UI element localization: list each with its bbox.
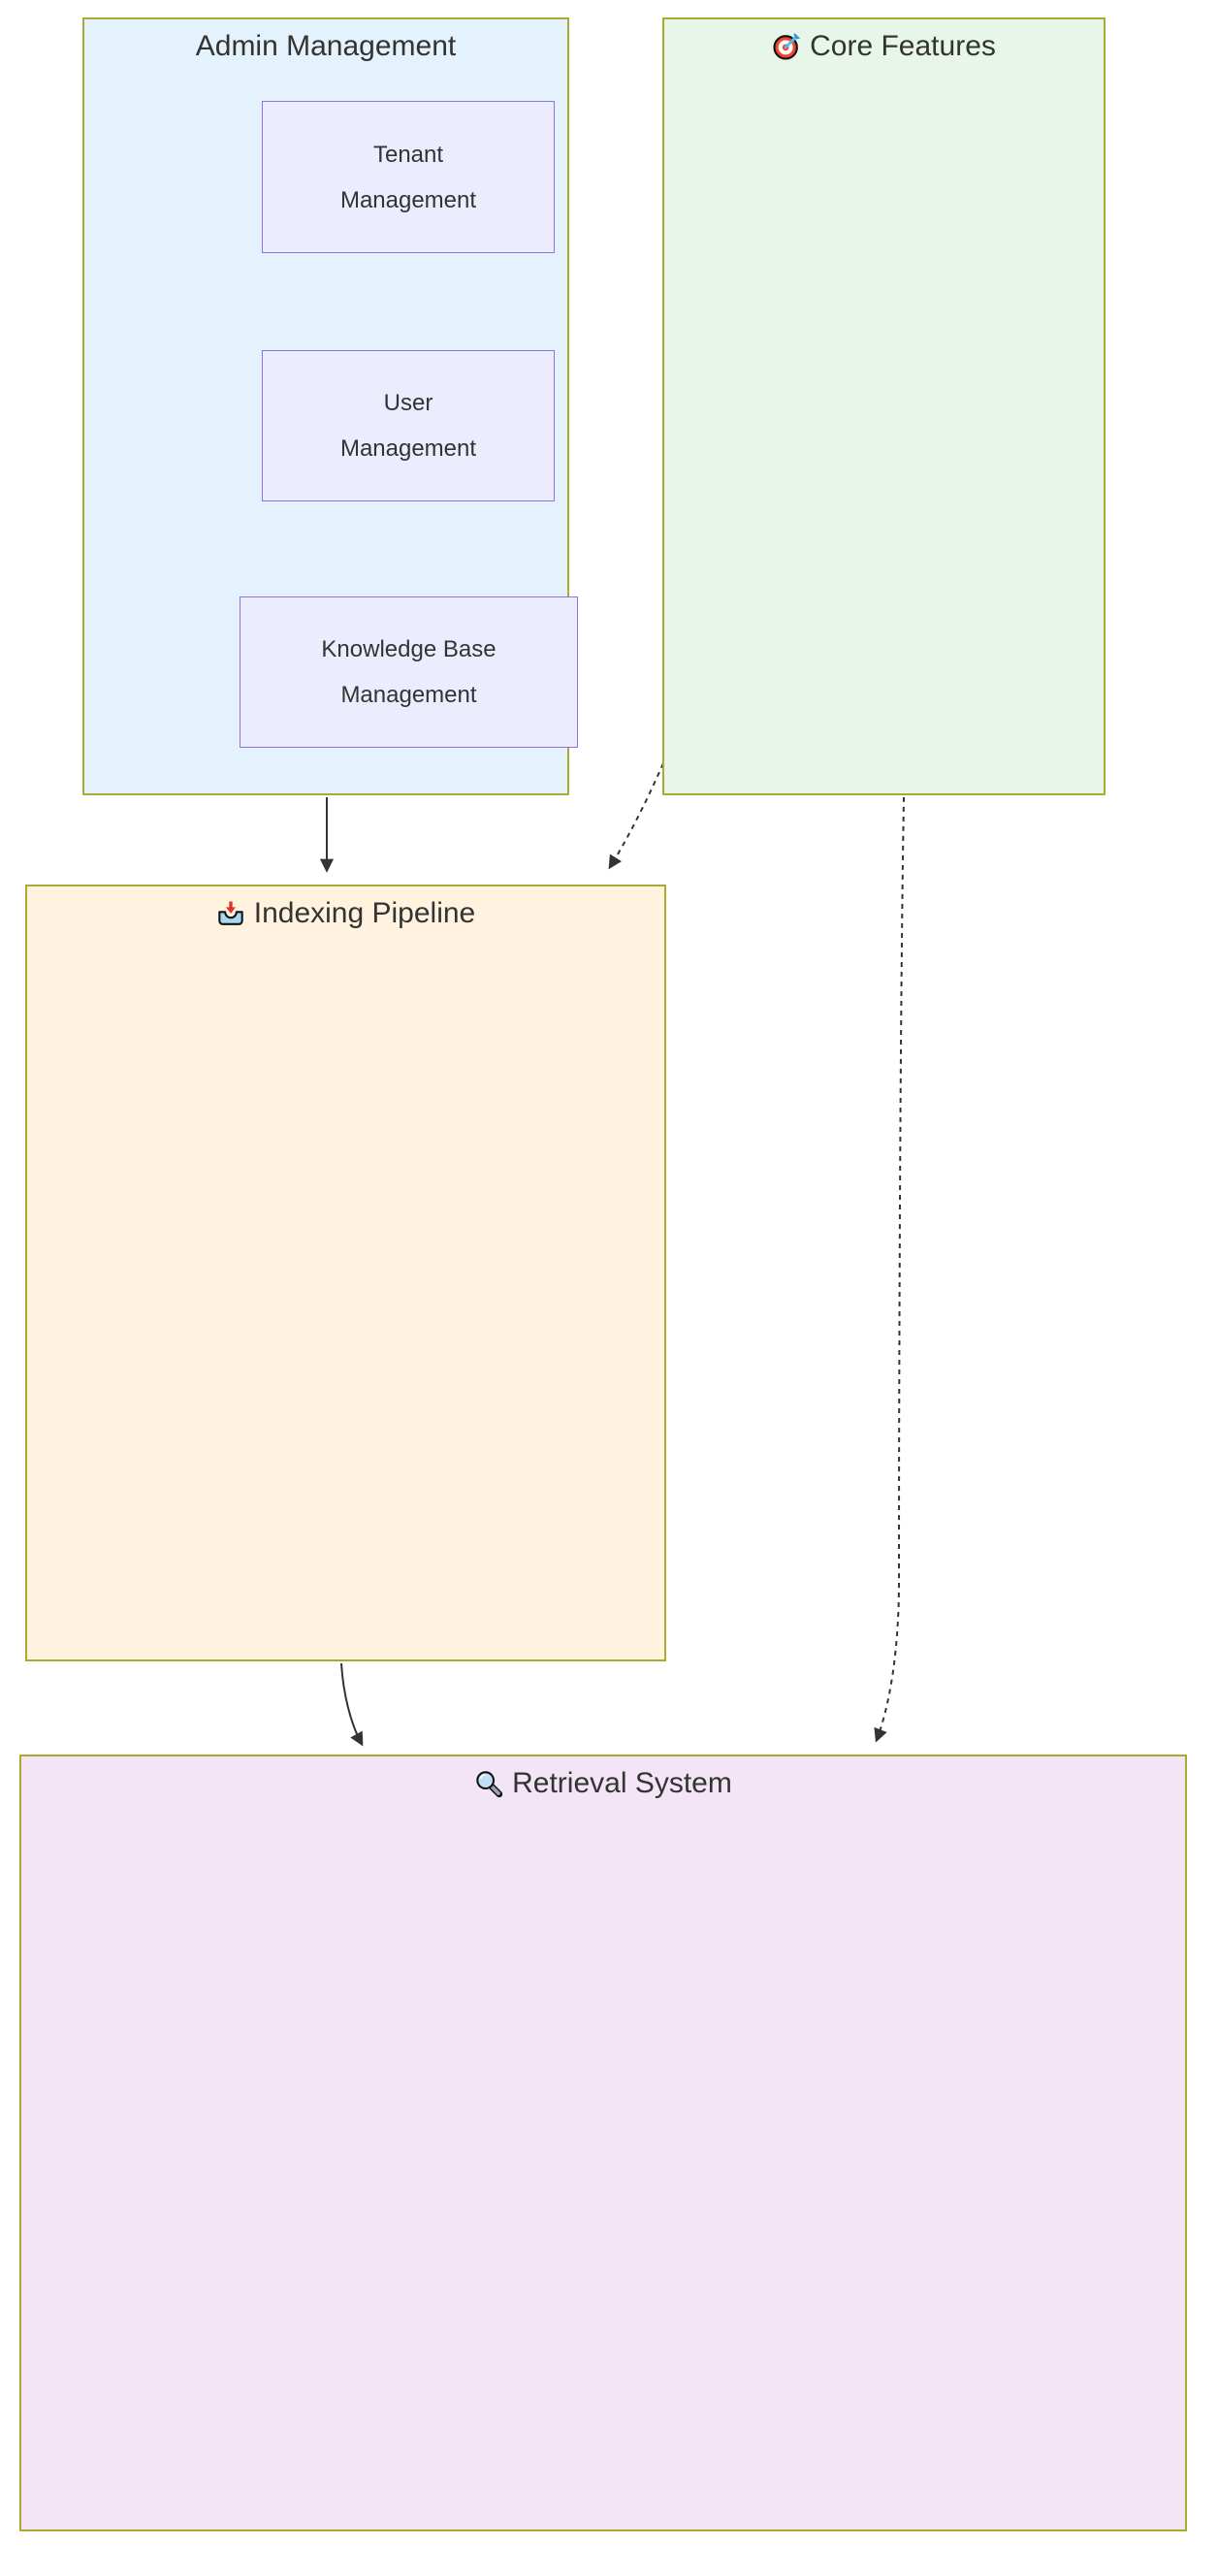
- node-label: User Management: [339, 390, 477, 462]
- node-label: Tenant Management: [339, 141, 477, 213]
- node-user-management: User Management: [262, 350, 555, 501]
- node-knowledge-base-management: Knowledge Base Management: [240, 596, 578, 748]
- cluster-core-title: Core Features: [664, 28, 1104, 65]
- cluster-indexing-title: Indexing Pipeline: [27, 895, 664, 932]
- cluster-title-text: Retrieval System: [512, 1767, 732, 1799]
- node-label: Knowledge Base Management: [321, 636, 497, 708]
- cluster-core-features: Core Features Multi-Tenant Isolation Wor…: [662, 17, 1106, 795]
- cluster-admin-title: Admin Management: [84, 28, 567, 65]
- cluster-title-text: Indexing Pipeline: [253, 897, 476, 929]
- target-icon: [772, 32, 801, 61]
- node-tenant-management: Tenant Management: [262, 101, 555, 253]
- cluster-admin-management: Admin Management Tenant Management User …: [82, 17, 578, 795]
- edge-indexing-pipeline-to-retrieval-system: [340, 1662, 364, 1747]
- inbox-tray-icon: [216, 899, 245, 928]
- cluster-retrieval-system: Retrieval System RAG Agent Query Router …: [19, 1755, 1187, 2531]
- edge-core-features-to-indexing-pipeline: [608, 762, 664, 870]
- cluster-retrieval-title: Retrieval System: [21, 1765, 1185, 1802]
- cluster-title-text: Core Features: [810, 30, 996, 62]
- magnifying-glass-icon: [474, 1769, 503, 1798]
- edge-core-features-to-retrieval-system: [874, 796, 905, 1743]
- cluster-indexing-pipeline: Indexing Pipeline Document Upload Proces…: [25, 885, 666, 2487]
- cluster-title-text: Admin Management: [195, 30, 457, 62]
